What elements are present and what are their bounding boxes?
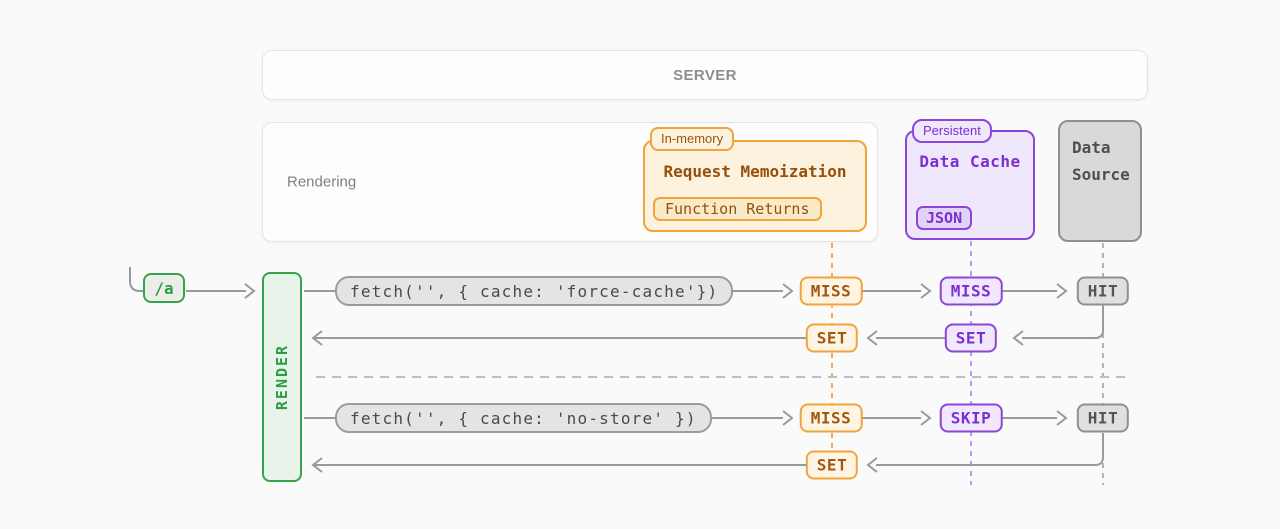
- memoization-miss-badge-2: MISS: [799, 403, 863, 433]
- data-cache-title: Data Cache: [919, 152, 1021, 171]
- server-box: SERVER: [262, 50, 1148, 100]
- memoization-miss-badge-1: MISS: [799, 276, 863, 306]
- fetch-no-store-pill: fetch('', { cache: 'no-store' }): [335, 403, 712, 433]
- data-cache-miss-badge: MISS: [939, 276, 1003, 306]
- data-source-hit-badge-1: HIT: [1076, 276, 1130, 306]
- request-memoization-title: Request Memoization: [663, 162, 847, 181]
- persistent-tag: Persistent: [912, 119, 992, 143]
- data-source-hit-badge-2: HIT: [1076, 403, 1130, 433]
- memoization-set-badge-1: SET: [805, 323, 859, 353]
- data-cache-set-badge: SET: [944, 323, 998, 353]
- render-bar: RENDER: [262, 272, 302, 482]
- request-memoization-box: Request Memoization Function Returns: [643, 140, 867, 232]
- data-source-box: Data Source: [1058, 120, 1142, 242]
- server-label: SERVER: [673, 66, 737, 84]
- data-cache-skip-badge: SKIP: [939, 403, 1003, 433]
- rendering-label: Rendering: [287, 173, 357, 191]
- memoization-set-badge-2: SET: [805, 450, 859, 480]
- render-label: RENDER: [273, 343, 291, 411]
- route-segment-chip: /a: [143, 273, 185, 303]
- function-returns-chip: Function Returns: [653, 197, 822, 221]
- fetch-force-cache-pill: fetch('', { cache: 'force-cache'}): [335, 276, 734, 306]
- data-cache-box: Data Cache JSON: [905, 130, 1035, 240]
- in-memory-tag: In-memory: [650, 127, 735, 151]
- data-source-title: Data Source: [1072, 138, 1130, 184]
- json-chip: JSON: [916, 206, 973, 230]
